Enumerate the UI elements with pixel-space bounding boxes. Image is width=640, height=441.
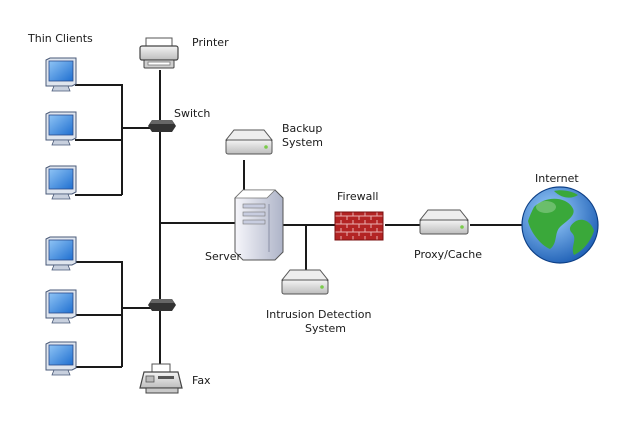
monitor-icon[interactable] <box>45 57 77 92</box>
label-ids-line2: System <box>305 322 346 335</box>
label-backup-line1: Backup <box>282 122 322 135</box>
label-internet: Internet <box>535 172 579 185</box>
globe-icon[interactable] <box>521 186 599 264</box>
server-icon[interactable] <box>234 189 284 261</box>
firewall-icon[interactable] <box>334 211 384 241</box>
switch-icon[interactable] <box>148 120 176 132</box>
label-backup-line2: System <box>282 136 323 149</box>
proxy-cache-icon[interactable] <box>418 209 470 235</box>
monitor-icon[interactable] <box>45 341 77 376</box>
thin-client-monitors <box>45 57 77 376</box>
label-printer: Printer <box>192 36 229 49</box>
label-firewall: Firewall <box>337 190 378 203</box>
label-thin-clients: Thin Clients <box>27 32 93 45</box>
backup-system-icon[interactable] <box>224 129 274 155</box>
ids-icon[interactable] <box>280 269 330 295</box>
label-proxy-cache: Proxy/Cache <box>414 248 482 261</box>
fax-icon[interactable] <box>139 363 183 394</box>
monitor-icon[interactable] <box>45 289 77 324</box>
label-switch: Switch <box>174 107 210 120</box>
printer-icon[interactable] <box>139 37 179 69</box>
label-fax: Fax <box>192 374 211 387</box>
monitor-icon[interactable] <box>45 236 77 271</box>
label-server: Server <box>205 250 242 263</box>
monitor-icon[interactable] <box>45 165 77 200</box>
label-ids-line1: Intrusion Detection <box>266 308 371 321</box>
connection-wires <box>75 70 522 372</box>
monitor-icon[interactable] <box>45 111 77 146</box>
switch-icon-lower[interactable] <box>148 299 176 311</box>
